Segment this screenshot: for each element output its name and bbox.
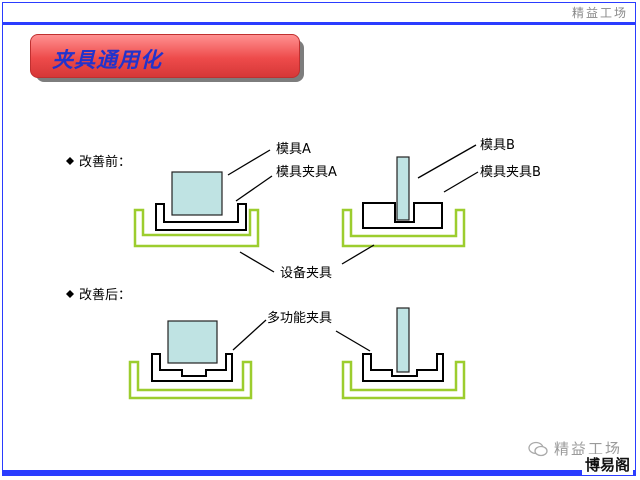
equipment-fixture-before-right [341,208,466,248]
leader-mold-a [227,149,271,176]
slide-title: 夹具通用化 [52,48,162,72]
mold-a-after [167,320,218,364]
fixture-b [362,202,443,229]
header-rule [2,22,636,25]
multi-fixture-left [151,353,233,382]
bullet-before-icon [66,157,74,165]
leader-multi-right [335,330,371,352]
header-brand: 精益工场 [571,6,628,20]
equipment-fixture-after-left [128,360,253,400]
section-before-label: 改善前： [79,154,131,170]
leader-lines [227,144,479,352]
after-left-assembly [128,320,253,400]
wechat-icon [528,441,548,456]
leader-multi-left [232,319,267,351]
label-fixture-a: 模具夹具A [276,165,337,180]
stamp-label: 博易阁 [582,454,634,475]
title-box [30,34,300,78]
mold-b [396,156,410,221]
equipment-fixture-before-left [133,208,260,248]
before-right-assembly [341,156,466,248]
footer-rule [2,470,636,476]
leader-fixture-a [235,175,273,202]
before-left-assembly [133,171,260,248]
label-multi-fixture: 多功能夹具 [267,310,332,326]
mold-a [171,171,223,216]
label-fixture-b: 模具夹具B [480,165,541,180]
label-mold-b: 模具B [480,138,515,153]
after-right-assembly [341,307,466,400]
leader-fixture-b [443,171,479,193]
multi-fixture-right [362,353,444,382]
watermark: 精益工场 [528,438,622,459]
leader-mold-b [417,144,477,179]
mold-b-after [396,307,410,373]
leader-equipment-left [239,251,275,273]
label-equipment-fixture: 设备夹具 [280,265,332,281]
fixture-a [155,203,247,231]
bullet-after-icon [66,290,74,298]
label-mold-a: 模具A [276,142,311,157]
section-after-label: 改善后： [79,287,131,303]
watermark-text: 精益工场 [554,440,623,458]
leader-equipment-right [341,244,375,265]
equipment-fixture-after-right [341,360,466,400]
